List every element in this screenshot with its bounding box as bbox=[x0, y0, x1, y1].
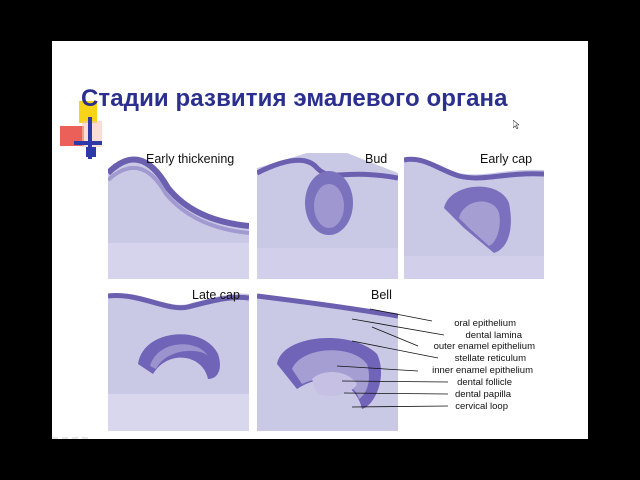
next-slide-icon[interactable] bbox=[82, 437, 88, 439]
prev-slide-icon[interactable] bbox=[52, 437, 58, 439]
histology-image-bud bbox=[257, 148, 398, 279]
panel-late-cap: Late cap bbox=[108, 284, 249, 431]
panel-label-bell: Bell bbox=[371, 288, 392, 302]
panel-bell: Bell bbox=[257, 284, 398, 431]
panel-label-late-cap: Late cap bbox=[192, 288, 240, 302]
histology-image-late-cap bbox=[108, 284, 249, 431]
slide: Стадии развития эмалевого органа Early t… bbox=[52, 41, 588, 439]
legend-oral-epithelium: oral epithelium bbox=[454, 318, 516, 329]
slide-title: Стадии развития эмалевого органа bbox=[81, 85, 508, 112]
panel-label-bud: Bud bbox=[365, 152, 388, 166]
panel-label-early-cap: Early cap bbox=[480, 152, 533, 166]
histology-image-early-thickening bbox=[108, 148, 249, 279]
legend-outer-enamel-epithelium: outer enamel epithelium bbox=[433, 341, 535, 352]
legend-inner-enamel-epithelium: inner enamel epithelium bbox=[432, 365, 533, 376]
legend-dental-papilla: dental papilla bbox=[455, 389, 511, 400]
legend-stellate-reticulum: stellate reticulum bbox=[454, 353, 526, 364]
panel-label-early-thickening: Early thickening bbox=[146, 152, 235, 166]
menu-icon[interactable] bbox=[72, 437, 78, 439]
panel-bud: Bud bbox=[257, 148, 398, 279]
slideshow-controls[interactable] bbox=[52, 430, 112, 439]
title-decoration bbox=[52, 101, 132, 161]
histology-image-bell bbox=[257, 284, 398, 409]
panel-early-thickening: Early thickening bbox=[108, 148, 249, 279]
legend-cervical-loop: cervical loop bbox=[455, 401, 508, 412]
mouse-cursor-icon bbox=[513, 120, 519, 129]
legend-dental-lamina: dental lamina bbox=[465, 330, 522, 341]
panel-early-cap: Early cap bbox=[404, 148, 544, 279]
legend-dental-follicle: dental follicle bbox=[457, 377, 512, 388]
histology-image-early-cap bbox=[404, 148, 544, 279]
pen-tool-icon[interactable] bbox=[62, 437, 68, 439]
